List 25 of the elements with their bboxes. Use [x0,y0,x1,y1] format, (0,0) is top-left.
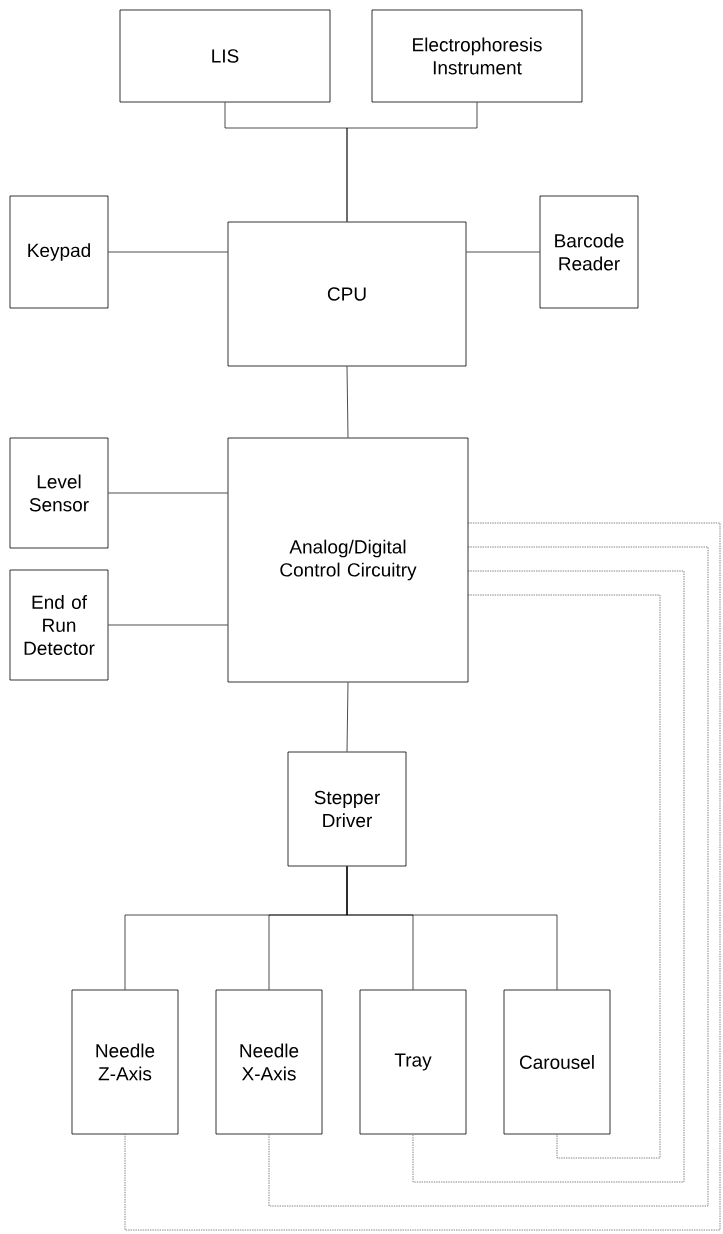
block-box: Carousel [503,989,611,1135]
connector-line [108,251,228,253]
block-box: LIS [119,9,331,103]
dotted-connector [412,570,685,1183]
block-box: End of Run Detector [9,569,109,681]
connector-line [346,366,349,438]
block-box: Needle X-Axis [215,989,323,1135]
block-box: Needle Z-Axis [71,989,179,1135]
block-box: Stepper Driver [287,751,407,867]
connector-line [466,251,540,253]
connector-line [346,102,478,222]
block-box: Tray [359,989,467,1135]
block-box: Electrophoresis Instrument [371,9,583,103]
connector-line [108,492,228,494]
connector-line [346,866,558,990]
connector-line [108,624,228,626]
block-box: Keypad [9,195,109,309]
block-box: Analog/Digital Control Circuitry [227,437,469,683]
connector-line [346,682,349,752]
dotted-connector [268,546,709,1207]
dotted-connector [124,522,721,1231]
dotted-connector [467,594,661,1159]
block-box: Level Sensor [9,437,109,549]
block-box: Barcode Reader [539,195,639,309]
block-box: CPU [227,221,467,367]
